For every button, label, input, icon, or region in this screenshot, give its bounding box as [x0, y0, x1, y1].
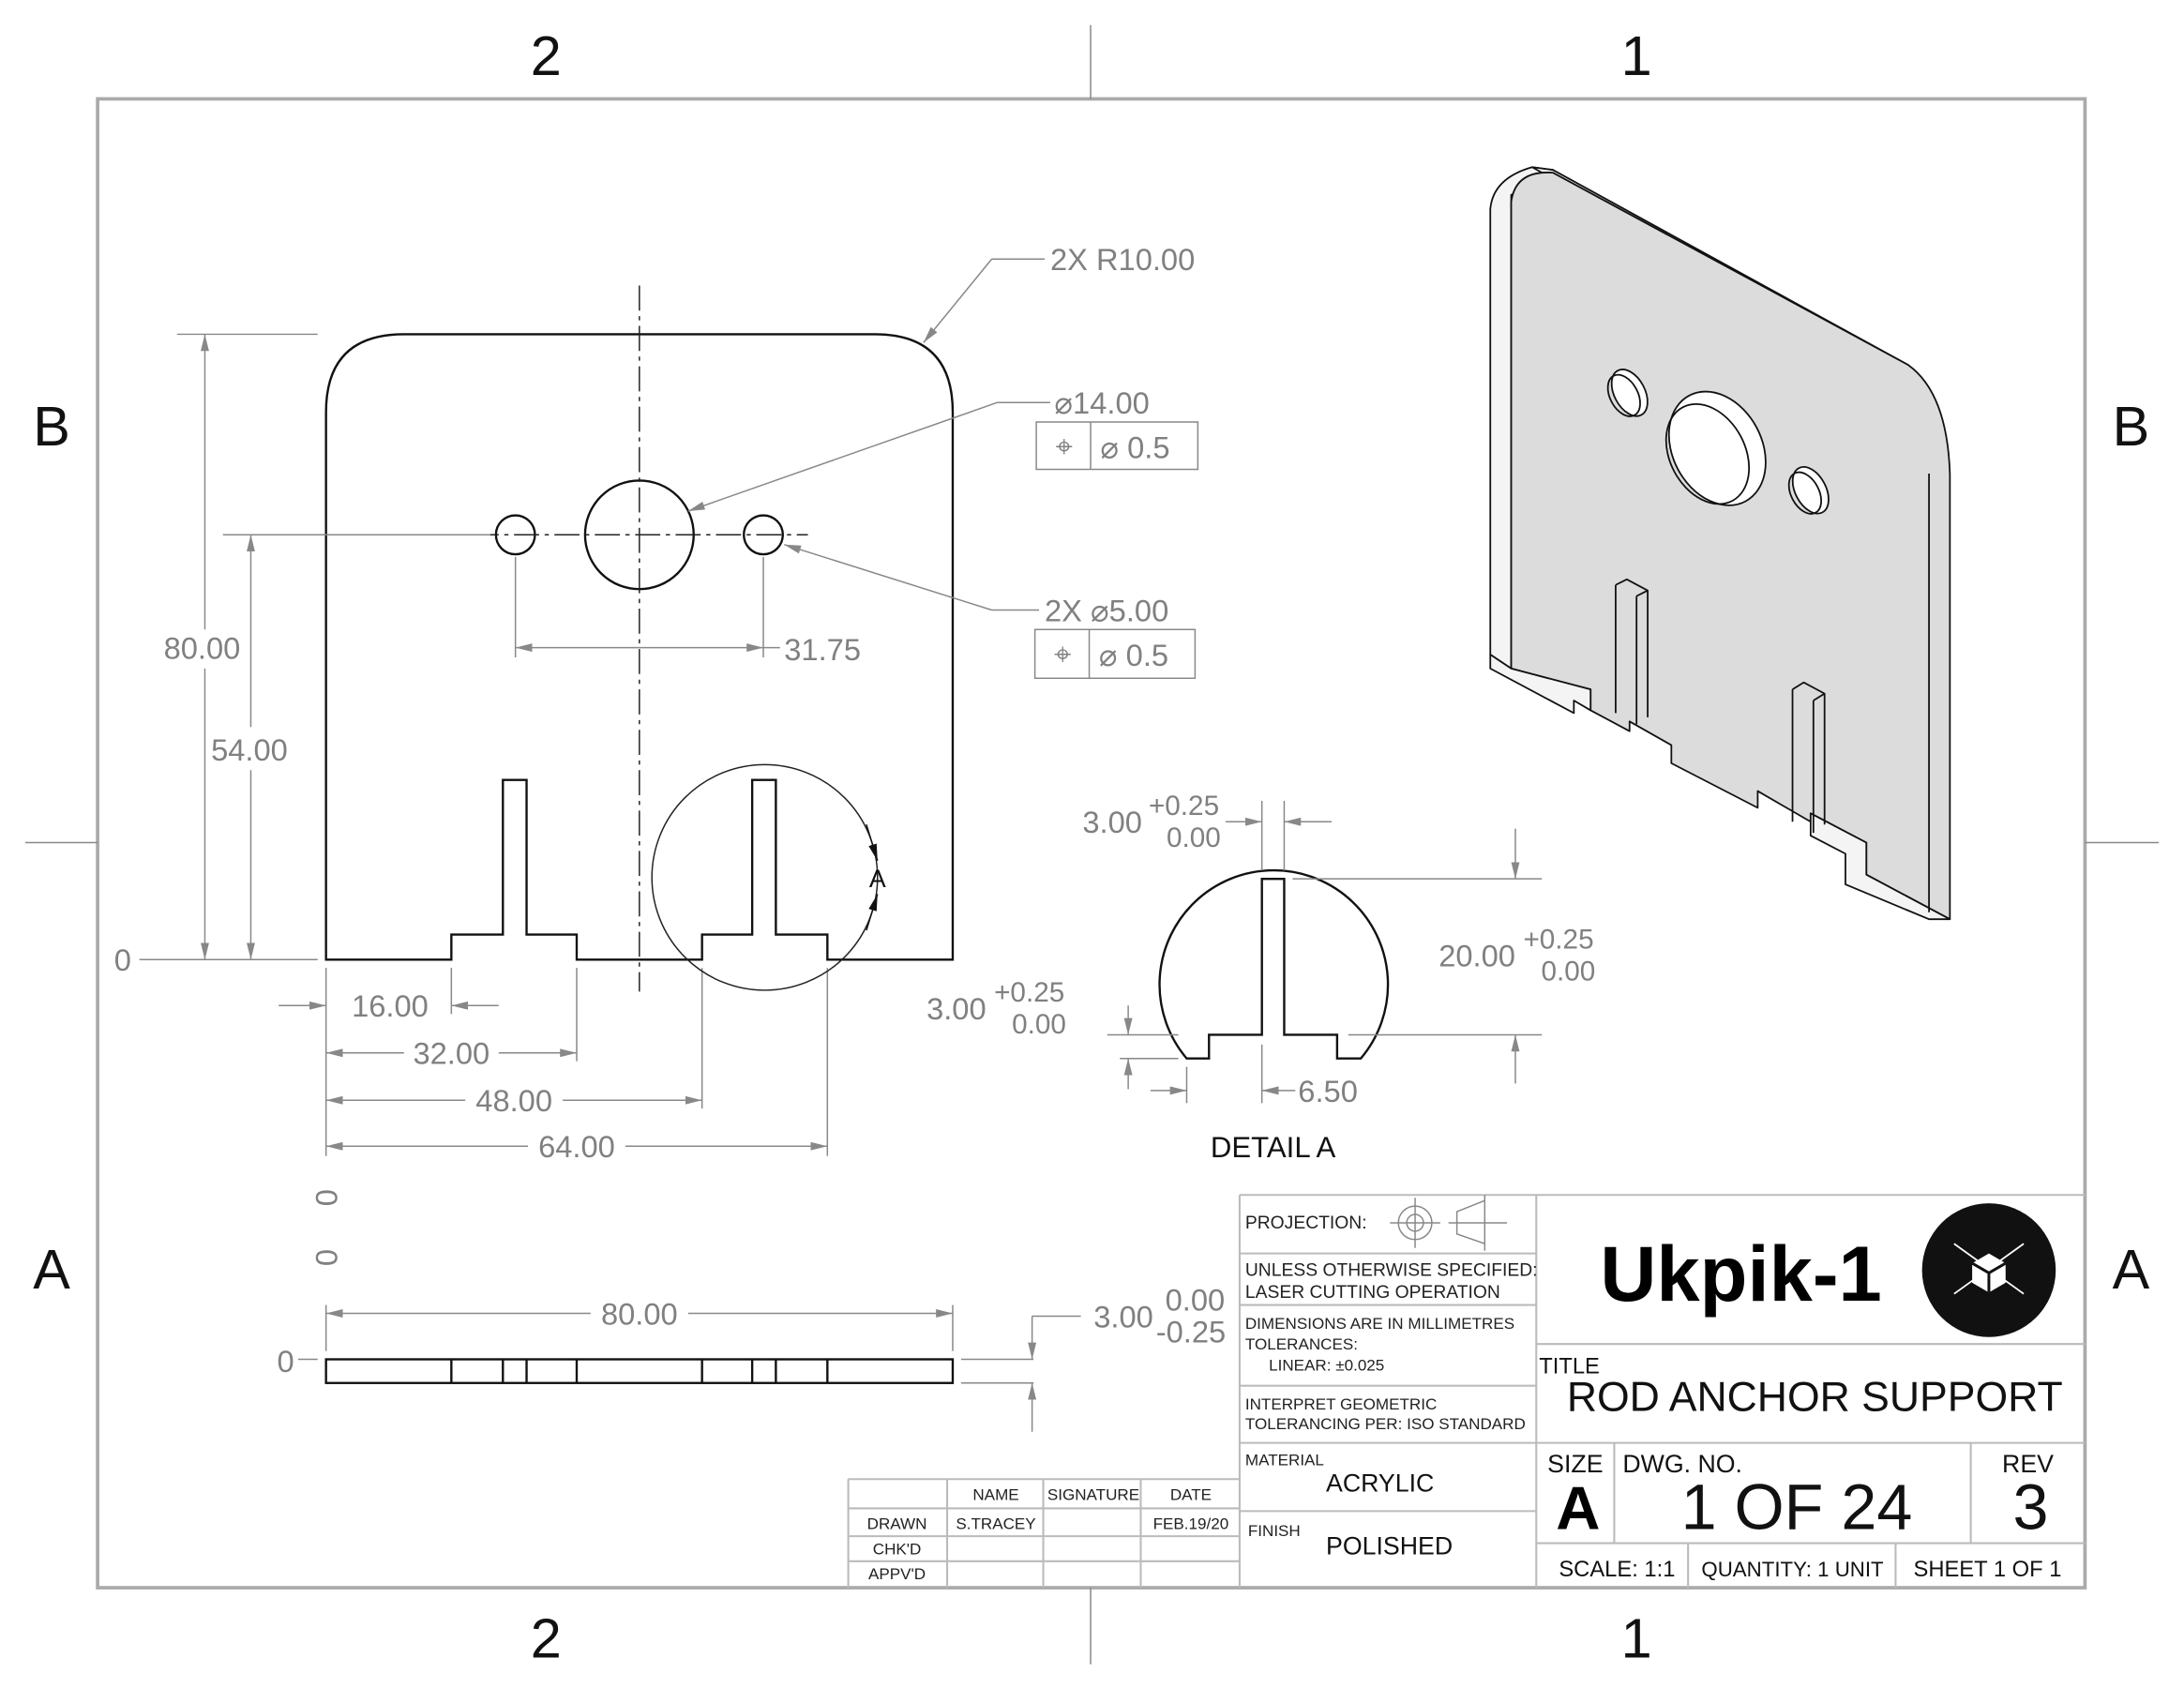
- zone-label: 2: [531, 1606, 562, 1669]
- detail-a-view: 3.00 +0.25 0.00 20.00 +0.25 0.00 3.00 +0…: [926, 791, 1595, 1164]
- dim-origin: 0: [309, 1189, 344, 1206]
- third-angle-projection-icon: [1390, 1195, 1508, 1251]
- size-value: A: [1556, 1474, 1600, 1543]
- zone-label: 1: [1621, 1606, 1652, 1669]
- note: INTERPRET GEOMETRIC: [1245, 1395, 1437, 1413]
- note: DIMENSIONS ARE IN MILLIMETRES: [1245, 1315, 1514, 1333]
- dim-big-hole: ⌀14.00: [1054, 385, 1149, 420]
- zone-label: A: [2113, 1238, 2150, 1301]
- drawing-title: ROD ANCHOR SUPPORT: [1567, 1374, 2063, 1420]
- detail-callout-label: A: [869, 865, 886, 893]
- company-logo-icon: [1921, 1203, 2056, 1337]
- dim-x2: 32.00: [413, 1036, 490, 1071]
- company-logo-text: Ukpik-1: [1600, 1230, 1881, 1318]
- tol-upper: +0.25: [1523, 924, 1593, 955]
- tol-upper: 0.00: [1166, 1283, 1226, 1318]
- dim-small-holes: 2X ⌀5.00: [1045, 593, 1168, 627]
- sheet: SHEET 1 OF 1: [1913, 1557, 2061, 1582]
- rev-label: REV: [2002, 1450, 2054, 1478]
- projection-label: PROJECTION:: [1245, 1213, 1367, 1233]
- position-icon: ⌖: [1056, 429, 1073, 463]
- bottom-view: 80.00 0 0 0 3.00 0.00 -0.25: [278, 1189, 1226, 1432]
- size-label: SIZE: [1547, 1450, 1603, 1478]
- dim-step-height: 3.00: [926, 991, 987, 1026]
- role: DRAWN: [867, 1515, 927, 1533]
- zone-label: 1: [1621, 24, 1652, 87]
- dim-radius: 2X R10.00: [1050, 242, 1195, 277]
- detail-callout: A: [651, 763, 886, 991]
- dim-x4: 64.00: [538, 1129, 615, 1164]
- role: CHK'D: [873, 1540, 922, 1558]
- dwg-no-label: DWG. NO.: [1622, 1450, 1742, 1478]
- mount-hole: [743, 514, 784, 556]
- dim-hole-spacing: 31.75: [784, 632, 861, 667]
- isometric-view: [1489, 166, 1951, 921]
- dim-x1: 16.00: [352, 988, 429, 1023]
- dwg-no-value: 1 OF 24: [1681, 1472, 1913, 1544]
- note: TOLERANCES:: [1245, 1335, 1358, 1353]
- material-label: MATERIAL: [1245, 1451, 1324, 1469]
- quantity: QUANTITY: 1 UNIT: [1701, 1558, 1884, 1581]
- fcf-value: ⌀ 0.5: [1100, 430, 1169, 465]
- finish-value: POLISHED: [1326, 1531, 1453, 1560]
- zone-label: B: [33, 395, 70, 458]
- dim-slot-width: 3.00: [1082, 805, 1142, 839]
- note: TOLERANCING PER: ISO STANDARD: [1245, 1415, 1526, 1433]
- tol-lower: 0.00: [1167, 822, 1221, 853]
- dim-height: 80.00: [164, 630, 241, 665]
- tol-upper: +0.25: [994, 977, 1064, 1008]
- header-signature: SIGNATURE: [1047, 1486, 1139, 1504]
- finish-label: FINISH: [1248, 1522, 1301, 1540]
- tol-lower: -0.25: [1156, 1315, 1226, 1349]
- role: APPV'D: [868, 1565, 926, 1583]
- header-name: NAME: [972, 1486, 1018, 1504]
- header-date: DATE: [1170, 1486, 1212, 1504]
- title-label: TITLE: [1539, 1353, 1600, 1379]
- sheet-border: 2 1 2 1 B A B A: [24, 24, 2160, 1669]
- dim-width: 80.00: [601, 1296, 678, 1331]
- dim-origin: 0: [278, 1344, 294, 1379]
- scale: SCALE: 1:1: [1559, 1557, 1675, 1582]
- fcf-value: ⌀ 0.5: [1099, 638, 1168, 672]
- zone-label: 2: [531, 24, 562, 87]
- zone-label: B: [2113, 395, 2150, 458]
- dim-slot-depth: 20.00: [1438, 939, 1515, 973]
- drawn-date: FEB.19/20: [1153, 1515, 1229, 1533]
- tol-upper: +0.25: [1149, 791, 1219, 821]
- drawn-name: S.TRACEY: [956, 1515, 1035, 1533]
- dim-step-width: 6.50: [1298, 1074, 1358, 1108]
- dim-x3: 48.00: [475, 1083, 552, 1118]
- material-value: ACRYLIC: [1326, 1469, 1434, 1498]
- dim-thickness: 3.00: [1093, 1299, 1153, 1334]
- tol-lower: 0.00: [1542, 957, 1596, 987]
- zone-label: A: [33, 1238, 70, 1301]
- feature-control-frame: ⌖ ⌀ 0.5: [1035, 421, 1199, 471]
- rev-value: 3: [2012, 1472, 2048, 1544]
- dim-hole-height: 54.00: [211, 732, 288, 767]
- dim-origin: 0: [309, 1249, 344, 1266]
- note: LASER CUTTING OPERATION: [1245, 1283, 1500, 1303]
- dim-origin: 0: [114, 942, 131, 977]
- signoff-table: NAME SIGNATURE DATE DRAWN S.TRACEY FEB.1…: [847, 1478, 1240, 1589]
- feature-control-frame: ⌖ ⌀ 0.5: [1033, 628, 1197, 680]
- tol-lower: 0.00: [1012, 1009, 1066, 1040]
- position-icon: ⌖: [1054, 636, 1071, 671]
- note: LINEAR: ±0.025: [1269, 1356, 1384, 1374]
- detail-label: DETAIL A: [1211, 1131, 1336, 1164]
- front-view: 80.00 54.00 0 16.00 32.00 48.00 64.00 31…: [114, 242, 1199, 1164]
- note: UNLESS OTHERWISE SPECIFIED:: [1245, 1260, 1538, 1280]
- title-block: PROJECTION: UNLESS OTHERWISE SPECIFIED: …: [1238, 1194, 2086, 1589]
